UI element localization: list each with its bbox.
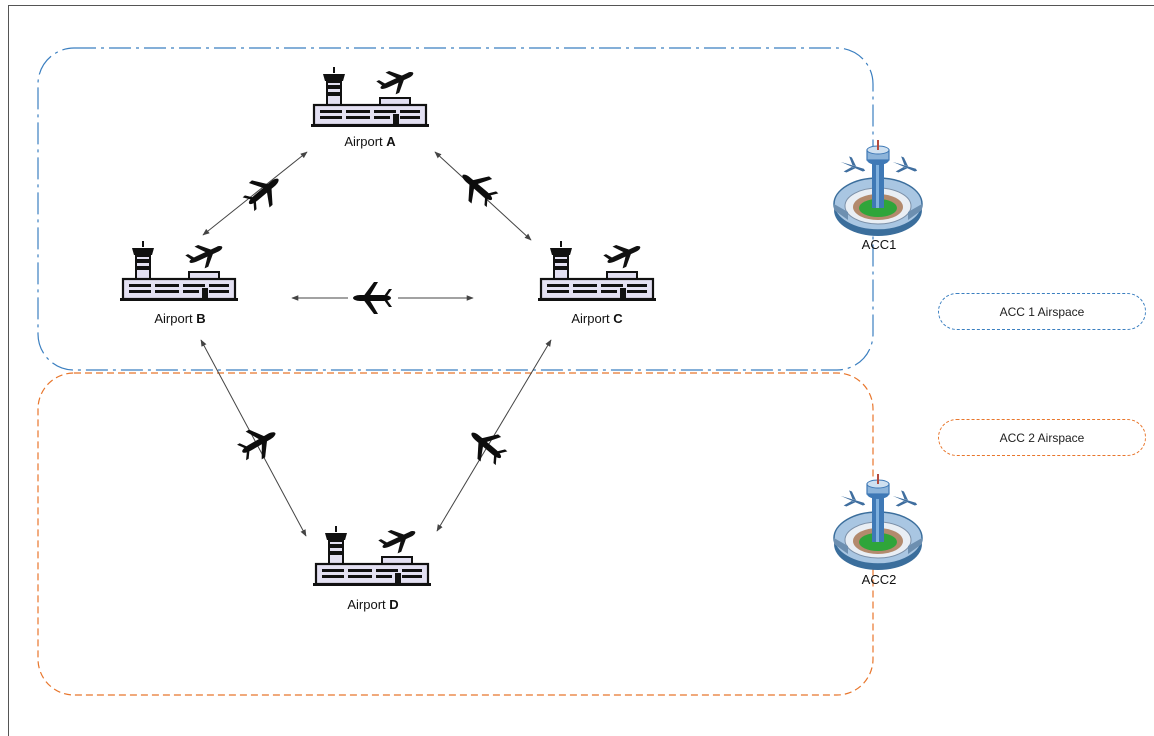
acc2-airspace-legend: ACC 2 Airspace xyxy=(938,419,1146,456)
acc1-control-tower-icon xyxy=(833,139,923,237)
acc1-label: ACC1 xyxy=(862,237,897,252)
airport-c-label: Airport C xyxy=(571,311,623,326)
route-a-b xyxy=(202,151,308,236)
airplane-icon xyxy=(461,420,512,471)
airport-d-icon xyxy=(311,519,433,588)
airport-a-label: Airport A xyxy=(344,134,396,149)
airplane-icon xyxy=(233,419,284,467)
acc2-label: ACC2 xyxy=(862,572,897,587)
acc2-airspace-region xyxy=(37,372,874,696)
acc1-airspace-legend: ACC 1 Airspace xyxy=(938,293,1146,330)
airport-b-icon xyxy=(118,234,240,303)
acc2-control-tower-icon xyxy=(833,473,923,571)
airport-a-icon xyxy=(309,60,431,129)
airplane-icon xyxy=(238,166,289,217)
airport-b-label: Airport B xyxy=(154,311,205,326)
airport-d-label: Airport D xyxy=(347,597,398,612)
airport-c-icon xyxy=(536,234,658,303)
airplane-icon xyxy=(452,162,503,213)
route-b-d xyxy=(200,339,307,537)
diagram-frame xyxy=(8,5,1154,736)
airplane-icon xyxy=(348,279,398,317)
